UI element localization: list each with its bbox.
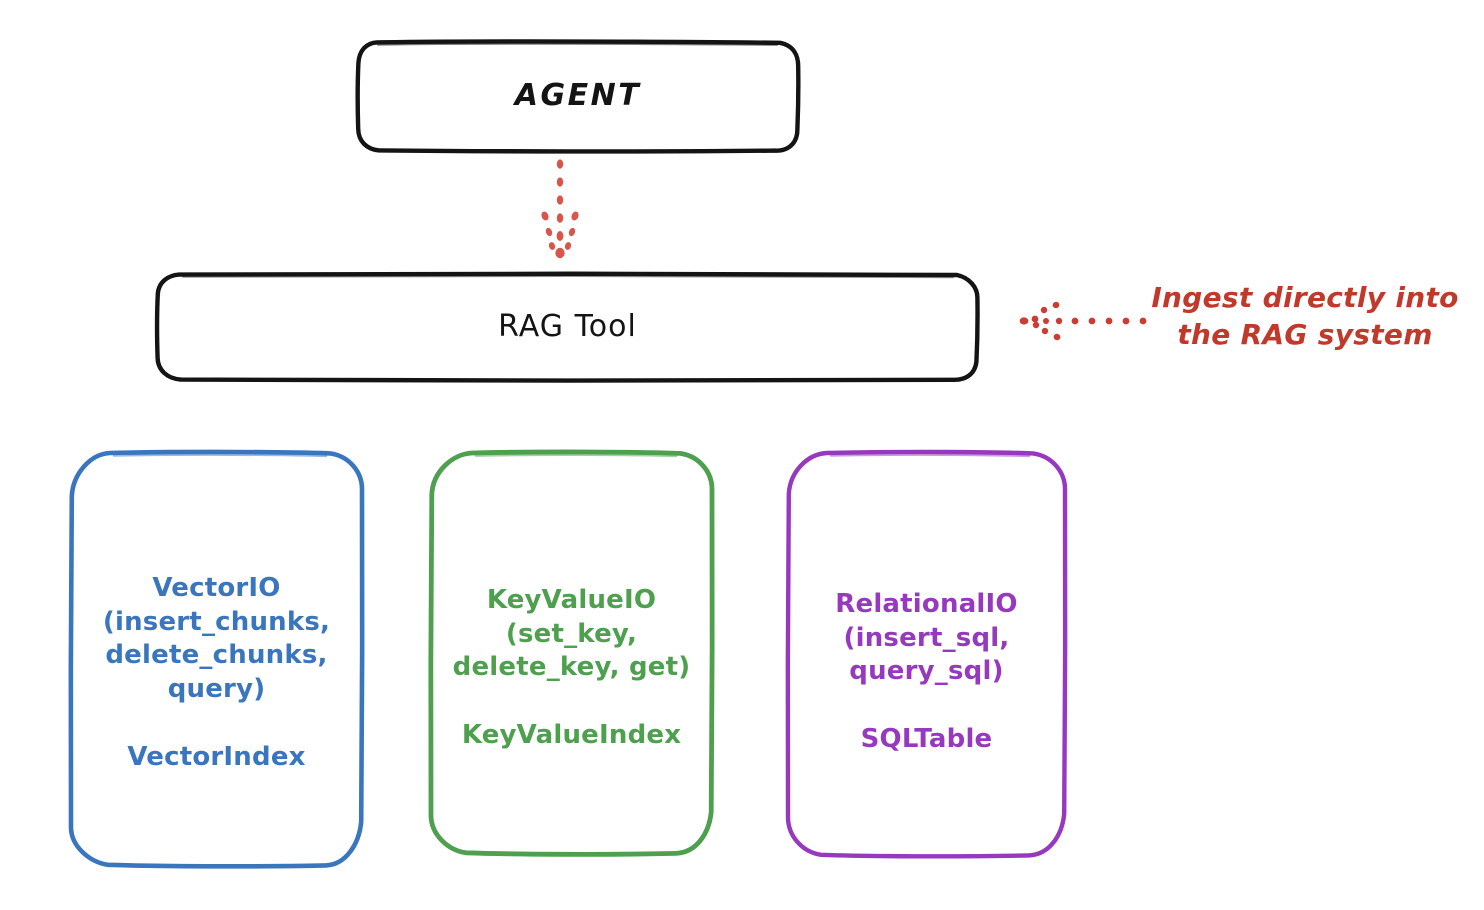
node-agent[interactable]: AGENT (355, 39, 801, 154)
node-relational-io-sub-label: SQLTable (860, 724, 993, 755)
node-vector-io-label: VectorIO (insert_chunks, delete_chunks, … (78, 450, 355, 809)
node-vector-io[interactable]: VectorIO (insert_chunks, delete_chunks, … (68, 449, 365, 869)
annotation-ingest-note: Ingest directly into the RAG system (1151, 281, 1459, 351)
node-agent-label: AGENT (514, 78, 642, 114)
node-rag-tool[interactable]: RAG Tool (154, 271, 980, 383)
node-key-value-io-sub-label: KeyValueIndex (461, 720, 682, 751)
node-relational-io-label: RelationalIO (insert_sql, query_sql) SQL… (795, 450, 1058, 791)
arrow-agent-to-rag-tool (541, 159, 579, 259)
node-relational-io-methods: RelationalIO (insert_sql, query_sql) (835, 588, 1018, 687)
node-vector-io-methods: VectorIO (insert_chunks, delete_chunks, … (102, 572, 331, 705)
node-vector-io-sub-label: VectorIndex (127, 741, 306, 772)
node-key-value-io-methods: KeyValueIO (set_key, delete_key, get) (452, 584, 691, 683)
node-relational-io[interactable]: RelationalIO (insert_sql, query_sql) SQL… (785, 449, 1068, 859)
node-rag-tool-label: RAG Tool (498, 308, 637, 344)
node-key-value-io[interactable]: KeyValueIO (set_key, delete_key, get) Ke… (428, 449, 715, 857)
arrow-ingest-to-rag-tool (1019, 301, 1147, 341)
node-key-value-io-label: KeyValueIO (set_key, delete_key, get) Ke… (438, 450, 705, 787)
